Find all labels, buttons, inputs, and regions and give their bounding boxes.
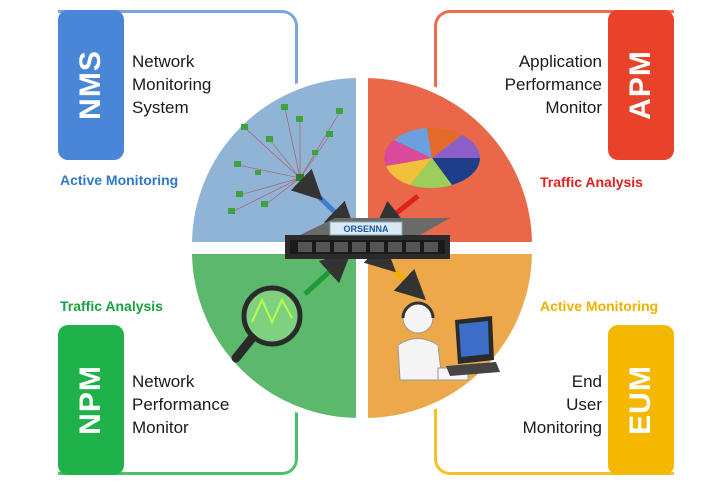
apm-caption: Traffic Analysis — [540, 174, 643, 190]
nms-tab: NMS — [58, 10, 124, 160]
nms-caption: Active Monitoring — [60, 172, 179, 188]
user-laptop-icon — [397, 301, 500, 381]
apm-frame — [434, 10, 674, 160]
npm-tab: NPM — [58, 325, 124, 475]
eum-caption: Active Monitoring — [540, 298, 659, 314]
apm-tab: APM — [608, 10, 674, 160]
apm-arrow — [373, 194, 420, 232]
eum-tab: EUM — [608, 325, 674, 475]
device-label: ORSENNA — [343, 224, 389, 234]
pie-chart-icon — [384, 127, 480, 189]
npm-description: Network Performance Monitor — [132, 372, 230, 437]
eum-description: End User Monitoring — [522, 372, 602, 437]
eum-arrow — [363, 240, 426, 301]
eum-quadrant — [362, 248, 539, 425]
nms-description: Network Monitoring System — [132, 52, 212, 117]
npm-caption: Traffic Analysis — [60, 298, 163, 314]
server-appliance-icon — [285, 218, 450, 259]
magnifier-icon — [231, 285, 303, 363]
apm-description: Application Performance Monitor — [504, 52, 602, 117]
npm-arrow — [303, 251, 352, 296]
nms-arrow — [290, 168, 356, 233]
